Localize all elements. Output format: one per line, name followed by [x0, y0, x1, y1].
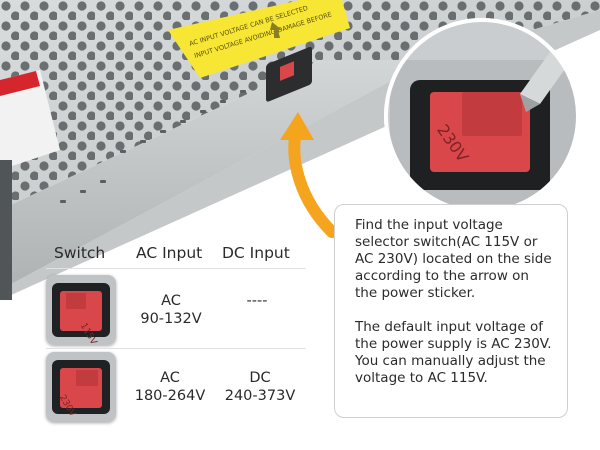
header-switch: Switch [54, 244, 106, 262]
header-dc-input: DC Input [222, 244, 290, 262]
table-divider [46, 348, 306, 349]
header-ac-input: AC Input [136, 244, 203, 262]
selector-switch-window [266, 46, 312, 102]
ac-range: 180-264V [134, 388, 206, 404]
ac-range: 90-132V [140, 311, 202, 327]
info-paragraph-location: Find the input voltage selector switch(A… [355, 217, 552, 301]
product-label [0, 70, 60, 170]
table-row-1-ac: AC 90-132V [136, 292, 206, 328]
table-row-1-dc: ---- [224, 292, 290, 310]
table-divider [46, 268, 306, 269]
switch-115v-thumbnail: 115V [46, 275, 116, 345]
info-paragraph-default: The default input voltage of the power s… [355, 319, 552, 386]
table-row-2-dc: DC 240-373V [220, 369, 300, 405]
dc-value: ---- [246, 293, 268, 309]
ac-label: AC [160, 370, 180, 386]
dc-range: 240-373V [224, 388, 296, 404]
info-box: Find the input voltage selector switch(A… [334, 204, 568, 418]
table-row-2-ac: AC 180-264V [130, 369, 210, 405]
dc-label: DC [249, 370, 271, 386]
switch-230v-thumbnail: 230V [46, 352, 116, 422]
orange-arrow-icon [280, 112, 338, 238]
ac-label: AC [161, 293, 181, 309]
switch-zoom-circle: 230V [384, 18, 580, 214]
